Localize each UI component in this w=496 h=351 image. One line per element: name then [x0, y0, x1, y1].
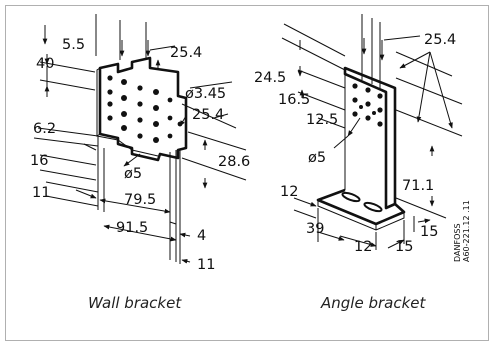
dim-11-left: 11 — [32, 185, 50, 201]
dim-25-4-right: 25.4 — [192, 107, 224, 123]
drawing-code-number: A60-221.12 .11 — [462, 200, 471, 262]
dim-hole-5: ø5 — [308, 150, 326, 166]
drawing-code-brand: DANFOSS — [453, 223, 462, 262]
dim-15-bottom: 15 — [395, 239, 413, 255]
dim-39: 39 — [306, 221, 324, 237]
angle-bracket-slots — [341, 191, 383, 213]
dim-79-5: 79.5 — [124, 192, 156, 208]
dim-40: 40 — [36, 56, 54, 72]
dim-6-2: 6.2 — [33, 121, 56, 137]
dim-28-6: 28.6 — [218, 154, 250, 170]
dim-12-bottom: 12 — [354, 239, 372, 255]
angle-bracket-caption: Angle bracket — [321, 294, 426, 312]
dim-16-5: 16.5 — [278, 92, 310, 108]
wall-bracket-dimension-labels: 5.5 25.4 40 ø3.45 25.4 6.2 28.6 16 ø5 79… — [30, 37, 250, 273]
dim-12-left: 12 — [280, 184, 298, 200]
drawing-code: DANFOSS A60-221.12 .11 — [453, 200, 471, 262]
dim-25-4-top: 25.4 — [424, 32, 456, 48]
dim-71-1: 71.1 — [402, 178, 434, 194]
wall-bracket-drawing: 5.5 25.4 40 ø3.45 25.4 6.2 28.6 16 ø5 79… — [30, 14, 250, 273]
wall-bracket-plate — [98, 56, 188, 162]
dim-hole-3-45: ø3.45 — [185, 86, 226, 102]
dim-12-5: 12.5 — [306, 112, 338, 128]
dim-91-5: 91.5 — [116, 220, 148, 236]
angle-bracket-dimension-lines — [281, 14, 463, 250]
dim-24-5: 24.5 — [254, 70, 286, 86]
dim-5-5: 5.5 — [62, 37, 85, 53]
dim-16: 16 — [30, 153, 48, 169]
wall-bracket-caption: Wall bracket — [88, 294, 182, 312]
wall-bracket-holes — [107, 75, 183, 143]
dim-hole-5: ø5 — [124, 166, 142, 182]
dim-4: 4 — [197, 228, 206, 244]
angle-bracket-holes — [352, 83, 383, 127]
dim-15-right: 15 — [420, 224, 438, 240]
figure-frame — [5, 5, 489, 341]
dim-25-4-top: 25.4 — [170, 45, 202, 61]
dim-11-bottom: 11 — [197, 257, 215, 273]
angle-bracket-dimension-labels: 25.4 24.5 16.5 12.5 ø5 71.1 12 39 12 15 … — [254, 32, 456, 255]
angle-bracket-drawing: 25.4 24.5 16.5 12.5 ø5 71.1 12 39 12 15 … — [254, 14, 471, 262]
wall-bracket-dimension-lines — [33, 14, 247, 264]
